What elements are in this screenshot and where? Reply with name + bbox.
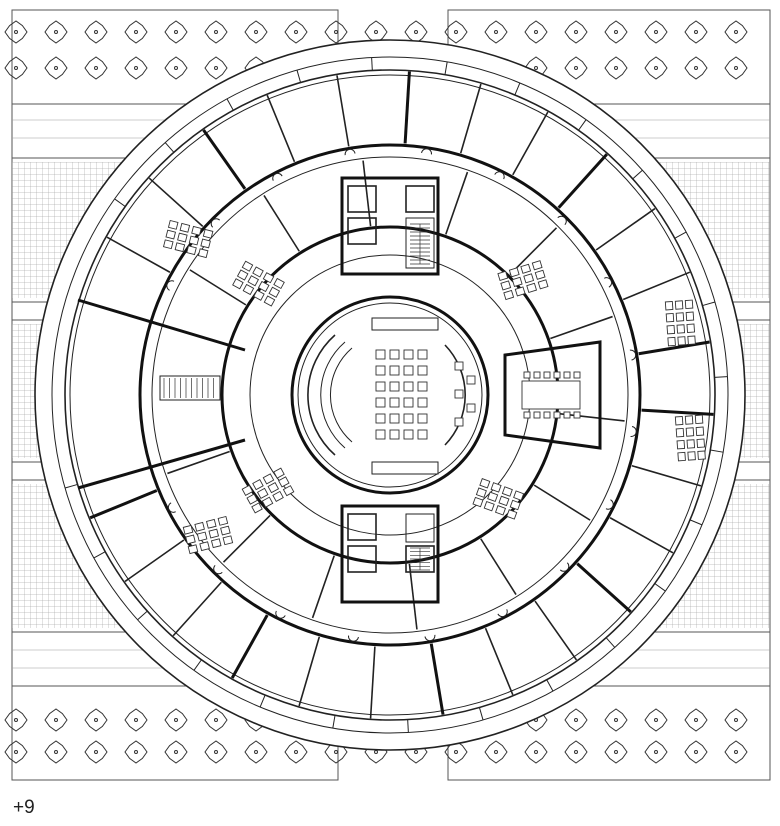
tree-icon xyxy=(684,56,708,80)
radial-partitions xyxy=(64,57,728,733)
tree-icon xyxy=(484,20,508,44)
tree-icon xyxy=(644,740,668,764)
tree-icon xyxy=(484,56,508,80)
entrance-west xyxy=(77,298,246,490)
tree-icon xyxy=(564,20,588,44)
door-swings xyxy=(166,148,637,642)
tree-icon xyxy=(604,56,628,80)
site-block-east xyxy=(447,9,771,781)
tree-icon xyxy=(724,56,748,80)
desk-cluster xyxy=(497,260,549,301)
desk-cluster xyxy=(182,515,234,555)
furniture-clusters xyxy=(162,219,706,555)
tree-icon xyxy=(604,740,628,764)
tree-icon xyxy=(604,20,628,44)
hall-seating xyxy=(375,349,476,440)
tree-icon xyxy=(44,708,68,732)
tree-icon xyxy=(84,56,108,80)
paving-strips xyxy=(11,103,771,687)
core-north xyxy=(340,176,440,276)
conference-table xyxy=(521,380,581,410)
tree-icon xyxy=(684,708,708,732)
floor-level-label: +9 xyxy=(13,797,35,818)
tree-icon xyxy=(724,708,748,732)
tree-icon xyxy=(244,740,268,764)
tree-icon xyxy=(284,20,308,44)
desk-cluster xyxy=(664,299,696,347)
stair-north xyxy=(410,223,430,265)
tree-icon xyxy=(204,740,228,764)
tree-icon xyxy=(564,56,588,80)
tree-icon xyxy=(164,708,188,732)
floor-plan-drawing xyxy=(4,9,771,781)
tree-icon xyxy=(84,20,108,44)
central-hall-wall xyxy=(290,295,490,495)
tree-icon xyxy=(44,56,68,80)
desk-cluster xyxy=(241,467,295,514)
tree-icon xyxy=(284,740,308,764)
tree-icon xyxy=(564,708,588,732)
tree-icon xyxy=(244,56,268,80)
grid-field-upper xyxy=(12,162,770,298)
tree-icon xyxy=(164,56,188,80)
tree-icon xyxy=(484,708,508,732)
tree-icon xyxy=(404,740,428,764)
tree-icon xyxy=(644,56,668,80)
tree-icon xyxy=(4,740,28,764)
conference-chairs xyxy=(523,371,581,419)
tree-icon xyxy=(44,20,68,44)
tree-icon xyxy=(444,20,468,44)
tree-icon xyxy=(164,740,188,764)
tree-icon xyxy=(404,20,428,44)
tree-icon xyxy=(4,708,28,732)
tree-icon xyxy=(524,740,548,764)
tree-icon xyxy=(644,20,668,44)
tree-icon xyxy=(204,708,228,732)
tree-icon xyxy=(684,20,708,44)
curtain-wall xyxy=(64,69,716,721)
tree-icon xyxy=(724,20,748,44)
tree-icon xyxy=(164,20,188,44)
service-cores xyxy=(340,176,440,604)
tree-icon xyxy=(564,740,588,764)
corridor-outer-ring xyxy=(138,143,642,647)
outer-facade xyxy=(34,39,746,751)
tree-icon xyxy=(124,56,148,80)
site-landscape xyxy=(4,9,771,781)
tree-icon xyxy=(524,20,548,44)
tree-icon xyxy=(724,740,748,764)
tree-icon xyxy=(484,740,508,764)
tree-icon xyxy=(124,20,148,44)
tree-icon xyxy=(364,740,388,764)
tree-icon xyxy=(444,740,468,764)
desk-cluster xyxy=(472,478,525,520)
tree-icon xyxy=(84,708,108,732)
tree-icon xyxy=(4,56,28,80)
central-hall xyxy=(307,317,476,475)
tree-icon xyxy=(204,20,228,44)
conference-room-east xyxy=(503,340,602,450)
desk-cluster xyxy=(674,414,706,462)
tree-icon xyxy=(84,740,108,764)
tree-icon xyxy=(204,56,228,80)
building-drum xyxy=(34,39,746,751)
core-south xyxy=(340,504,440,604)
entrance-stair xyxy=(163,378,214,398)
tree-icon xyxy=(324,20,348,44)
tree-icon xyxy=(124,740,148,764)
tree-icon xyxy=(604,708,628,732)
desk-cluster xyxy=(162,219,214,259)
desk-cluster xyxy=(232,260,285,307)
tree-icon xyxy=(124,708,148,732)
tree-icon xyxy=(44,740,68,764)
stair-south xyxy=(410,547,430,571)
tree-icon xyxy=(244,20,268,44)
tree-icon xyxy=(644,708,668,732)
tree-icon xyxy=(4,20,28,44)
tree-icon xyxy=(684,740,708,764)
tree-icon xyxy=(524,708,548,732)
